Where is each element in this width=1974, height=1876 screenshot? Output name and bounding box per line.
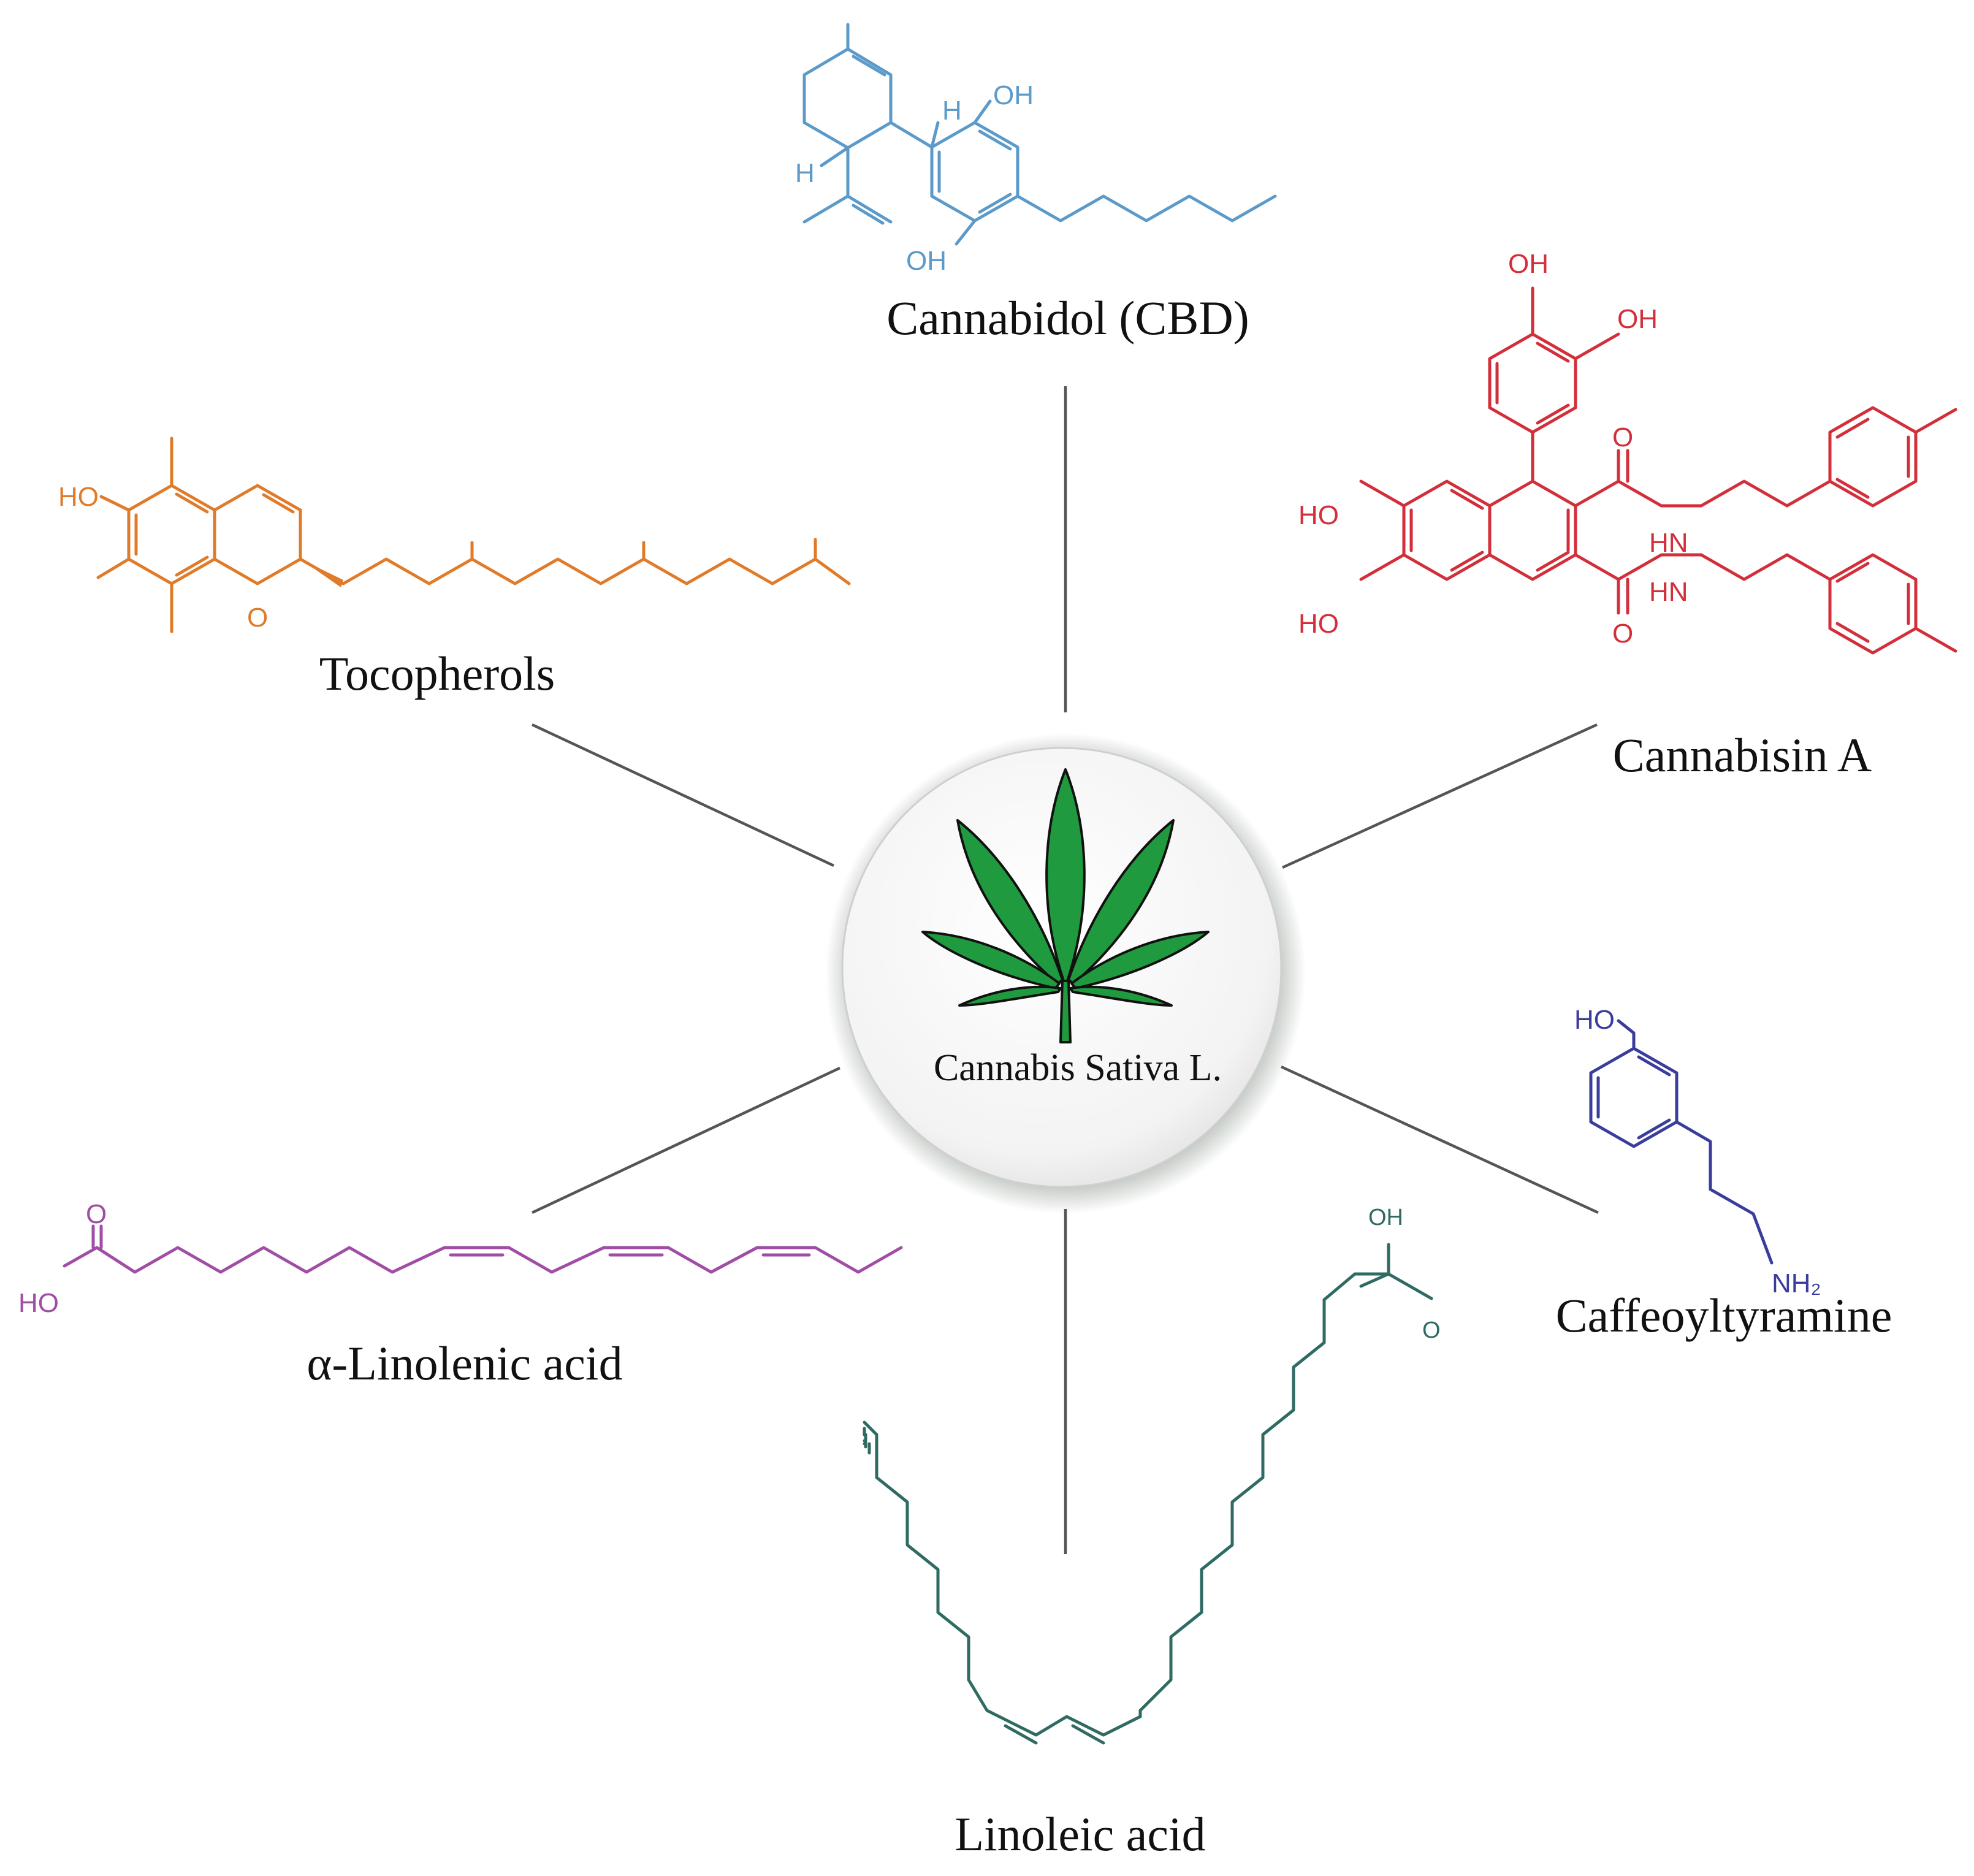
cannabisin-hn-1: HN <box>1649 528 1688 558</box>
connector-lines <box>532 386 1599 1554</box>
tocopherols-ho: HO <box>58 482 99 512</box>
molecule-tocopherols: HO O Tocopherols <box>58 437 851 700</box>
caffeoyl-structure <box>1589 1019 1774 1265</box>
cannabisin-structure <box>1359 286 1957 655</box>
molecule-linoleic: OH O Linoleic acid <box>863 1205 1441 1861</box>
cannabisin-o-1: O <box>1612 422 1633 452</box>
cbd-name: Cannabidol (CBD) <box>886 291 1249 345</box>
alinolenic-name: α-Linolenic acid <box>307 1336 622 1390</box>
alinolenic-ho: HO <box>18 1288 59 1318</box>
center-disc: Cannabis Sativa L. <box>825 733 1306 1214</box>
cannabisin-name: Cannabisin A <box>1613 728 1872 782</box>
linoleic-doubles <box>1004 1724 1105 1745</box>
connector-alinolenic <box>532 1066 840 1214</box>
cbd-h-top: H <box>942 96 962 126</box>
molecule-cbd: OH OH H H Cannabidol (CBD) <box>795 23 1277 345</box>
linoleic-o: O <box>1422 1317 1441 1343</box>
alinolenic-o: O <box>86 1199 107 1229</box>
caffeoyl-ho: HO <box>1574 1005 1615 1035</box>
tocopherols-name: Tocopherols <box>319 647 555 700</box>
center-label: Cannabis Sativa L. <box>934 1047 1222 1089</box>
tocopherols-structure <box>96 437 851 633</box>
cannabisin-ho-2: HO <box>1298 609 1339 639</box>
cannabisin-oh-1: OH <box>1508 249 1549 279</box>
caffeoyl-nh2: NH₂ <box>1772 1268 1821 1298</box>
caffeoyl-name: Caffeoyltyramine <box>1556 1289 1892 1342</box>
linoleic-oh: OH <box>1368 1205 1403 1230</box>
alinolenic-structure <box>63 1224 903 1274</box>
tocopherols-wedge <box>300 559 343 587</box>
cbd-structure <box>802 23 1277 246</box>
molecule-caffeoyl: HO NH₂ Caffeoyltyramine <box>1556 1005 1892 1342</box>
cbd-oh-top: OH <box>993 80 1034 110</box>
molecule-alinolenic: O HO α-Linolenic acid <box>18 1199 903 1390</box>
cannabisin-oh-2: OH <box>1617 304 1658 334</box>
cannabis-leaf-icon <box>921 768 1210 1043</box>
cbd-oh-bottom: OH <box>906 246 947 276</box>
connector-caffeoyl <box>1281 1065 1599 1214</box>
connector-cannabisin <box>1282 723 1598 869</box>
connector-tocopherols <box>532 723 834 867</box>
linoleic-structure <box>863 1243 1433 1737</box>
tocopherols-o: O <box>247 603 268 633</box>
cbd-h-left: H <box>795 158 815 188</box>
linoleic-name: Linoleic acid <box>955 1807 1205 1861</box>
molecule-cannabisin: OH OH HO HO O O HN HN Cannabisin A <box>1298 249 1957 782</box>
cannabisin-hn-2: HN <box>1649 577 1688 607</box>
cannabisin-o-2: O <box>1612 619 1633 649</box>
cannabisin-ho-1: HO <box>1298 500 1339 530</box>
